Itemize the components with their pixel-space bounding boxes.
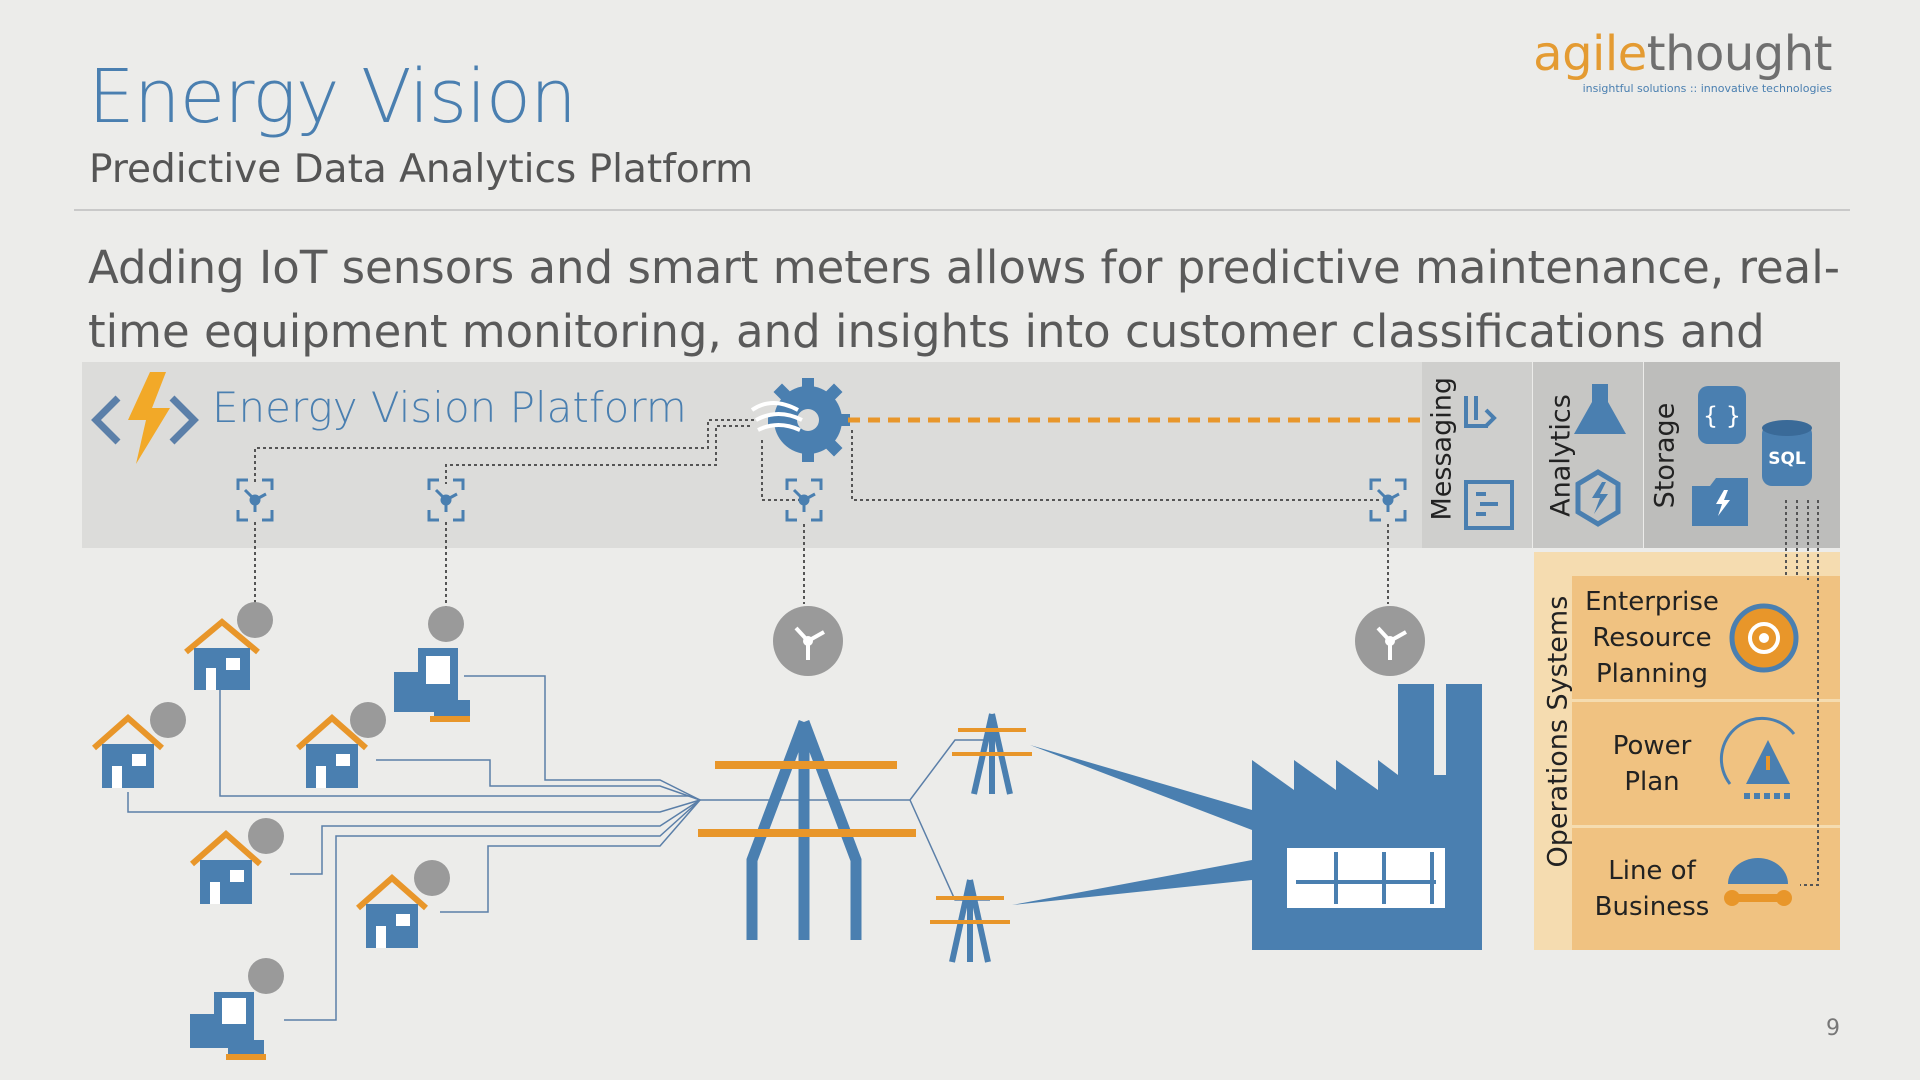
platform-title: Energy Vision Platform [212,383,687,432]
logo-thought: thought [1646,26,1833,82]
power-plan-box [1572,702,1840,825]
title-divider [74,209,1850,211]
company-logo: agilethought insightful solutions :: inn… [1533,30,1832,95]
iot-hub-gear-icon [750,378,850,462]
lob-box [1572,828,1840,950]
transmission-tower [698,720,916,940]
small-tower [952,713,1032,795]
sql-database-icon: SQL [1762,420,1812,486]
platform-band [82,362,1422,548]
house-icon [296,702,386,788]
lob-item: Line of Business [1572,828,1838,950]
data-lake-folder-icon [1692,478,1748,526]
service-bus-queue-icon [1464,480,1514,530]
sensor-node-icon [785,478,823,522]
machine-learning-flask-icon [1574,384,1626,434]
sensor-node-icon [427,478,465,522]
iot-gateway-node [1355,606,1425,676]
azure-functions-lightning-icon [91,372,199,464]
logo-tagline: insightful solutions :: innovative techn… [1582,82,1832,95]
factory-icon [1012,684,1482,950]
warning-gauge-icon [1719,716,1796,799]
sensor-node-icon [1369,478,1407,522]
page-subtitle: Predictive Data Analytics Platform [89,147,754,192]
power-plan-item: Power Plan [1572,702,1838,825]
iot-gateway-node [773,606,843,676]
house-icon [190,818,284,904]
apartment-building-icon [394,606,470,722]
hardhat-wrench-icon [1724,858,1792,906]
erp-item: Enterprise Resource Planning [1572,576,1838,699]
page-title: Energy Vision [88,54,577,140]
sql-label: SQL [1768,449,1806,469]
storage-label: Storage [1649,402,1681,509]
analytics-label: Analytics [1545,394,1577,517]
apartment-building-icon [190,958,284,1060]
small-tower [930,879,1010,963]
house-icon [356,860,450,948]
operations-label: Operations Systems [1542,595,1574,868]
power-plan-label: Power Plan [1612,730,1692,797]
messaging-label: Messaging [1426,377,1458,521]
logo-agile: agile [1533,26,1647,82]
power-grid-lines [127,675,990,1021]
cosmos-db-icon: { } [1698,386,1746,444]
lob-label: Line of Business [1594,856,1710,922]
page-number: 9 [1826,1016,1840,1041]
erp-gear-icon [1729,603,1799,673]
house-icon [92,702,186,788]
house-icon [184,602,273,690]
sensor-node-icon [236,478,274,522]
svg-text:{ }: { } [1703,402,1741,430]
platform-connectors [254,419,1819,886]
event-hub-icon [1464,396,1497,428]
stream-analytics-icon [1575,469,1621,527]
erp-label: Enterprise Resource Planning [1585,586,1719,689]
